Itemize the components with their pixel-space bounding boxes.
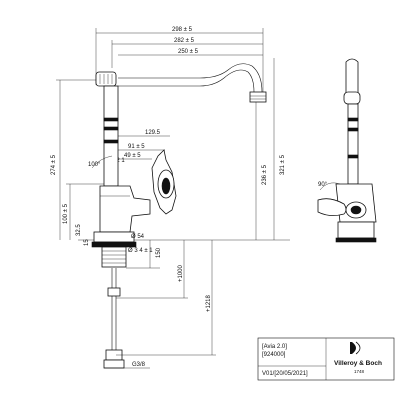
- dim-height-spout: 236 ± 5: [262, 164, 268, 185]
- dim-hose2: +1218: [206, 294, 212, 312]
- product-name: [Avia 2.0]: [262, 344, 287, 350]
- hose-connector: [103, 359, 125, 369]
- dim-reach-mid: 282 ± 5: [174, 38, 195, 44]
- dim-base-small: 32.5: [76, 224, 82, 236]
- ring-1: [103, 117, 119, 122]
- dim-connector: G3/8: [132, 362, 146, 368]
- product-number: [924000]: [262, 352, 286, 358]
- brand-since: 1748: [354, 369, 365, 374]
- dim-handle-reach: 129.5: [145, 130, 161, 136]
- shank: [101, 246, 127, 268]
- version-date: V01/[20/05/2021]: [262, 371, 308, 377]
- side-base: [337, 221, 375, 239]
- height-dimensions: 236 ± 5 321 ± 5 274 ± 5 100 ± 5: [51, 58, 290, 241]
- top-knob: [95, 71, 117, 87]
- top-dimensions: 298 ± 5 282 ± 5 250 ± 5: [95, 27, 264, 100]
- dim-height-total: 321 ± 5: [280, 154, 286, 175]
- ring-3: [103, 139, 119, 144]
- dim-base-smaller: 15: [84, 239, 90, 246]
- side-column: [347, 103, 359, 185]
- dim-body-offset: 49 ± 5: [124, 153, 141, 159]
- dim-angle: 100°: [88, 162, 101, 168]
- ring-2: [103, 126, 119, 131]
- title-block: [Avia 2.0] [924000] V01/[20/05/2021] Vil…: [257, 337, 395, 381]
- dim-handle-offset: 91 ± 5: [128, 144, 145, 150]
- column: [103, 85, 119, 187]
- dim-height-left: 274 ± 5: [51, 154, 57, 175]
- dim-height-base: 100 ± 5: [63, 203, 69, 224]
- base-flange: [91, 241, 137, 248]
- dim-shank: 150: [156, 247, 162, 258]
- side-flange: [335, 237, 377, 243]
- base-plate: [93, 231, 135, 243]
- brand-logo-icon: [350, 341, 361, 355]
- dim-hose1: +1000: [178, 264, 184, 282]
- dim-diameter-base: Ø 54: [131, 234, 145, 240]
- dim-width-overall: 298 ± 5: [172, 27, 193, 33]
- side-spout-tip: [343, 91, 361, 105]
- body: [99, 185, 151, 233]
- spout-aerator: [249, 91, 267, 103]
- hose-clip: [107, 287, 121, 297]
- faucet-front-view: 100° 32.5 15 Ø 3 4 ± 1 Ø 54 150 +1000 +1…: [76, 63, 267, 369]
- brand-name: Villeroy & Boch: [334, 360, 382, 367]
- faucet-side-view: 90°: [317, 58, 377, 243]
- dim-reach-spout: 250 ± 5: [178, 49, 199, 55]
- dim-angle-side: 90°: [318, 182, 328, 188]
- dim-thread: Ø 3 4 ± 1: [128, 248, 153, 254]
